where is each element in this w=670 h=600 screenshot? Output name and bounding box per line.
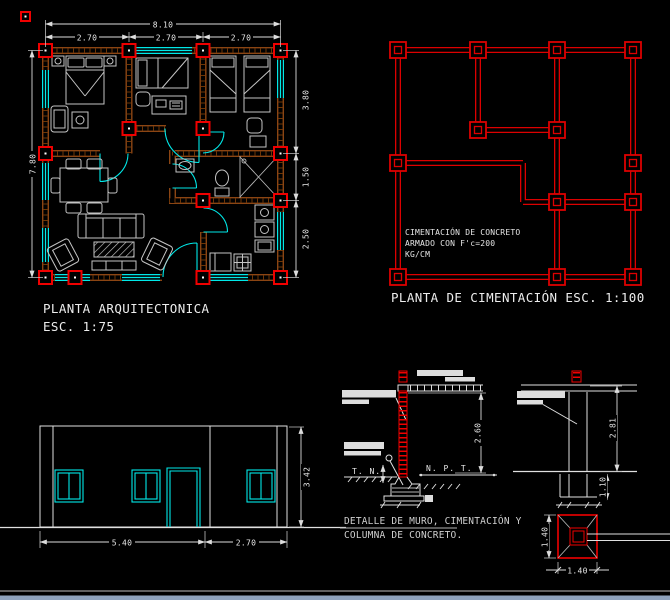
floor-plan-columns (38, 43, 288, 285)
tv (93, 241, 135, 258)
foundation-columns (389, 41, 642, 286)
dim-elev-left: 5.40 (112, 539, 132, 548)
dim-elev-right: 2.70 (236, 539, 256, 548)
caption-line-1: DETALLE DE MURO, CIMENTACIÓN Y (344, 515, 522, 527)
desk (151, 95, 187, 115)
single-bed (243, 55, 271, 113)
annotation-block (445, 377, 475, 382)
dim-right-bottom: 2.50 (302, 229, 311, 249)
elevation-door (166, 467, 201, 527)
column-detail: 2.81 1.10 1.40 1.40 (513, 370, 670, 576)
dim-bay-1: 2.70 (77, 34, 97, 43)
caption-line-2: COLUMNA DE CONCRETO. (344, 530, 462, 541)
floor-plan: 8.10 2.70 2.70 2.70 7.80 3.80 1.50 2.50 … (20, 11, 311, 334)
shower (239, 156, 278, 198)
double-bed (65, 55, 105, 105)
elevation-outline (39, 425, 288, 528)
footing-section (390, 476, 421, 497)
annotation-block (417, 370, 463, 376)
note-line-1: CIMENTACIÓN DE CONCRETO (405, 226, 520, 237)
column-section (568, 392, 588, 472)
floor-level-label: N. P. T. (426, 464, 473, 473)
toilet (215, 169, 229, 187)
foundation-note: CIMENTACIÓN DE CONCRETO ARMADO CON F'c=2… (405, 226, 520, 259)
elevation: 5.40 2.70 3.42 (0, 425, 346, 548)
annotation-block (342, 390, 396, 398)
dim-footing-width: 1.40 (567, 567, 587, 576)
dim-footing-depth: 1.10 (599, 477, 608, 497)
bed (135, 57, 189, 89)
dining-table (59, 167, 109, 203)
annotation-block (344, 451, 381, 456)
dim-footing-side: 1.40 (541, 527, 550, 547)
foundation-plan: CIMENTACIÓN DE CONCRETO ARMADO CON F'c=2… (389, 41, 645, 305)
dim-right-top: 3.80 (302, 90, 311, 110)
note-line-2: ARMADO CON F'c=200 (405, 239, 495, 248)
doors (99, 128, 229, 278)
sink (175, 158, 195, 173)
chair (135, 91, 151, 107)
floor-plan-title: PLANTA ARQUITECTONICA (43, 301, 210, 316)
floor-plan-dimensions: 8.10 2.70 2.70 2.70 7.80 3.80 1.50 2.50 (27, 19, 311, 278)
wall-detail: T. N. N. P. T. 2.60 (342, 370, 497, 509)
dim-left-height: 7.80 (29, 154, 38, 174)
armchair (50, 105, 69, 133)
annotation-block (342, 399, 369, 404)
dim-column-height: 2.81 (609, 418, 618, 438)
column-footing (559, 474, 599, 498)
floor-plan-scale: ESC. 1:75 (43, 319, 114, 334)
single-bed (209, 55, 237, 113)
sofa (77, 213, 145, 239)
annotation-block (517, 400, 543, 405)
elevation-dimensions: 5.40 2.70 3.42 (39, 426, 312, 548)
elevation-windows (54, 469, 276, 503)
dim-total-width: 8.10 (153, 21, 173, 30)
wall-section (398, 390, 408, 478)
dim-bay-3: 2.70 (231, 34, 251, 43)
furniture (46, 55, 278, 272)
annotation-block (344, 442, 384, 449)
dim-bay-2: 2.70 (156, 34, 176, 43)
footing-plan: 1.40 1.40 (539, 514, 670, 576)
dim-right-middle: 1.50 (302, 167, 311, 187)
dim-wall-height: 2.60 (474, 423, 483, 443)
foundation-plan-title: PLANTA DE CIMENTACIÓN ESC. 1:100 (391, 290, 645, 305)
terrain-label: T. N. (352, 467, 381, 476)
detail-caption: DETALLE DE MURO, CIMENTACIÓN Y COLUMNA D… (340, 515, 522, 541)
dim-elev-height: 3.42 (303, 467, 312, 487)
window-edge-strip (0, 595, 670, 600)
note-line-3: KG/CM (405, 250, 430, 259)
annotation-block (517, 391, 565, 398)
